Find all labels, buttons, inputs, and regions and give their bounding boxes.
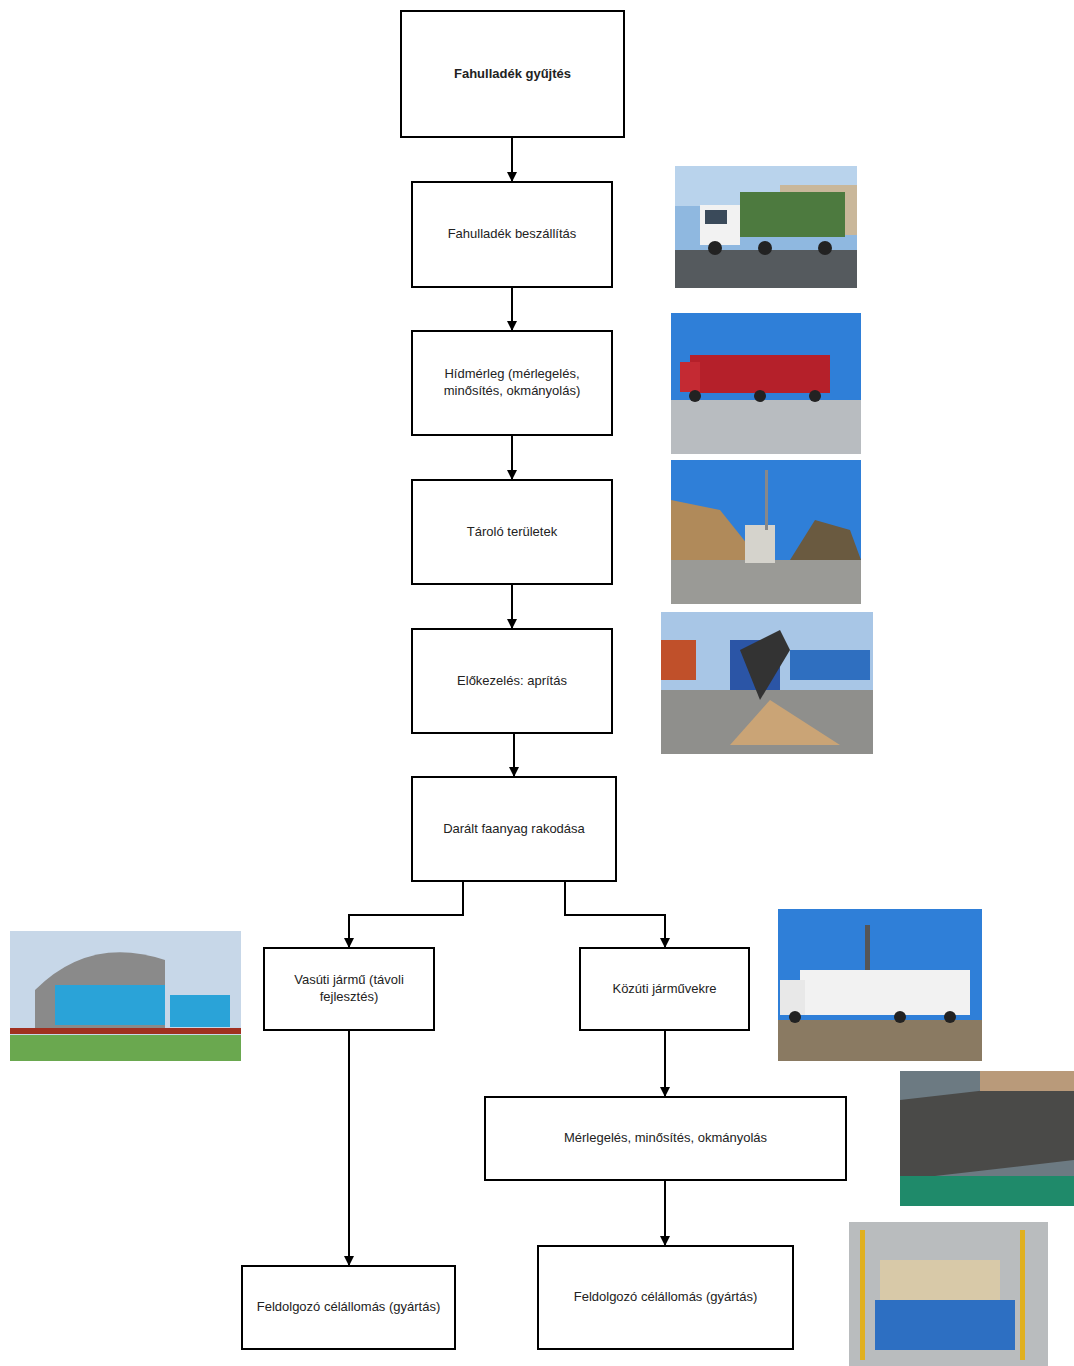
box-label: Előkezelés: aprítás xyxy=(457,673,567,690)
flow-arrow xyxy=(664,1031,666,1096)
flow-arrow xyxy=(511,288,513,330)
process-box: Fahulladék beszállítás xyxy=(411,181,613,288)
flow-arrow xyxy=(348,1031,350,1265)
flow-arrow xyxy=(664,1181,666,1245)
box-label: Vasúti jármű (távoli fejlesztés) xyxy=(275,972,423,1006)
box-label: Fahulladék gyűjtés xyxy=(454,66,571,83)
process-box: Vasúti jármű (távoli fejlesztés) xyxy=(263,947,435,1031)
process-box: Közúti járművekre xyxy=(579,947,750,1031)
flow-arrow xyxy=(349,882,463,947)
process-box: Feldolgozó célállomás (gyártás) xyxy=(241,1265,456,1350)
process-box: Feldolgozó célállomás (gyártás) xyxy=(537,1245,794,1350)
flow-arrow xyxy=(513,734,515,776)
box-label: Fahulladék beszállítás xyxy=(448,226,577,243)
factory-photo xyxy=(849,1222,1048,1366)
process-box: Hídmérleg (mérlegelés, minősítés, okmány… xyxy=(411,330,613,436)
box-label: Mérlegelés, minősítés, okmányolás xyxy=(564,1130,767,1147)
process-box: Darált faanyag rakodása xyxy=(411,776,617,882)
process-box: Előkezelés: aprítás xyxy=(411,628,613,734)
flow-arrow xyxy=(511,138,513,181)
box-label: Közúti járművekre xyxy=(612,981,716,998)
box-label: Feldolgozó célállomás (gyártás) xyxy=(257,1299,441,1316)
box-label: Darált faanyag rakodása xyxy=(443,821,585,838)
truck-photo xyxy=(778,909,982,1061)
rail-photo xyxy=(10,931,241,1061)
flow-arrow xyxy=(511,585,513,628)
truck-photo xyxy=(675,166,857,288)
shredder-photo xyxy=(661,612,873,754)
process-box: Tároló területek xyxy=(411,479,613,585)
process-box: Mérlegelés, minősítés, okmányolás xyxy=(484,1096,847,1181)
box-label: Hídmérleg (mérlegelés, minősítés, okmány… xyxy=(423,366,601,400)
flow-arrow xyxy=(565,882,665,947)
process-box: Fahulladék gyűjtés xyxy=(400,10,625,138)
truck-photo xyxy=(671,313,861,454)
chips-photo xyxy=(900,1071,1074,1206)
storage-photo xyxy=(671,460,861,604)
box-label: Feldolgozó célállomás (gyártás) xyxy=(574,1289,758,1306)
flow-arrow xyxy=(511,436,513,479)
box-label: Tároló területek xyxy=(467,524,557,541)
